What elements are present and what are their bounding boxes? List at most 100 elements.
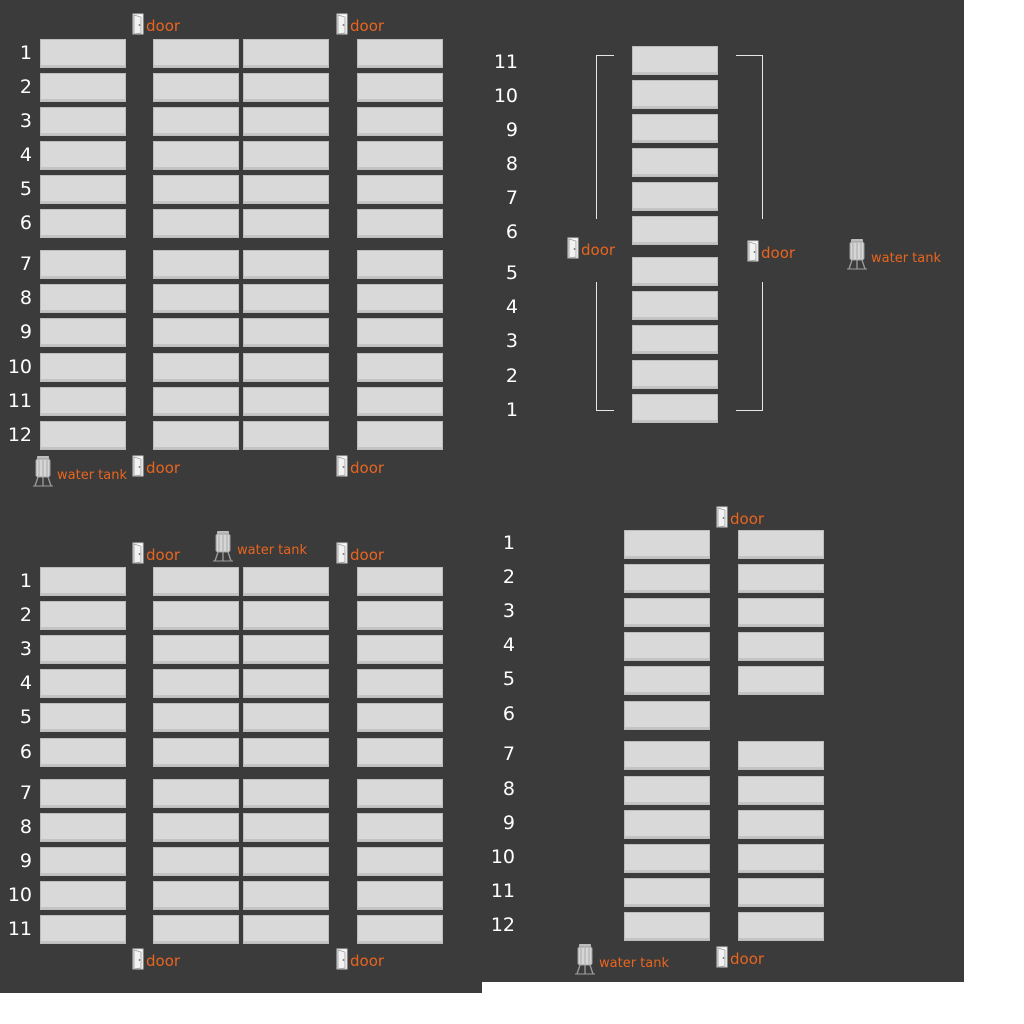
seat[interactable] xyxy=(632,46,718,75)
seat[interactable] xyxy=(40,779,126,808)
seat[interactable] xyxy=(153,318,239,347)
seat[interactable] xyxy=(357,567,443,596)
seat[interactable] xyxy=(738,878,824,907)
seat[interactable] xyxy=(40,738,126,767)
seat[interactable] xyxy=(40,353,126,382)
seat[interactable] xyxy=(632,182,718,211)
seat[interactable] xyxy=(624,701,710,730)
seat[interactable] xyxy=(153,669,239,698)
seat[interactable] xyxy=(40,318,126,347)
seat[interactable] xyxy=(153,250,239,279)
seat[interactable] xyxy=(624,666,710,695)
seat[interactable] xyxy=(243,703,329,732)
seat[interactable] xyxy=(243,421,329,450)
seat[interactable] xyxy=(153,779,239,808)
seat[interactable] xyxy=(632,325,718,354)
seat[interactable] xyxy=(243,601,329,630)
seat[interactable] xyxy=(632,360,718,389)
seat[interactable] xyxy=(624,912,710,941)
seat[interactable] xyxy=(153,421,239,450)
seat[interactable] xyxy=(632,394,718,423)
seat[interactable] xyxy=(624,530,710,559)
seat[interactable] xyxy=(153,738,239,767)
seat[interactable] xyxy=(243,915,329,944)
seat[interactable] xyxy=(357,318,443,347)
seat[interactable] xyxy=(357,847,443,876)
seat[interactable] xyxy=(153,915,239,944)
seat[interactable] xyxy=(624,564,710,593)
seat[interactable] xyxy=(632,216,718,245)
seat[interactable] xyxy=(357,915,443,944)
seat[interactable] xyxy=(738,598,824,627)
seat[interactable] xyxy=(40,107,126,136)
seat[interactable] xyxy=(243,284,329,313)
seat[interactable] xyxy=(632,291,718,320)
seat[interactable] xyxy=(153,175,239,204)
seat[interactable] xyxy=(624,878,710,907)
seat[interactable] xyxy=(357,881,443,910)
seat[interactable] xyxy=(632,148,718,177)
seat[interactable] xyxy=(243,669,329,698)
seat[interactable] xyxy=(738,810,824,839)
seat[interactable] xyxy=(243,387,329,416)
seat[interactable] xyxy=(357,141,443,170)
seat[interactable] xyxy=(357,250,443,279)
seat[interactable] xyxy=(243,73,329,102)
seat[interactable] xyxy=(40,39,126,68)
seat[interactable] xyxy=(738,666,824,695)
seat[interactable] xyxy=(738,912,824,941)
seat[interactable] xyxy=(153,353,239,382)
seat[interactable] xyxy=(357,421,443,450)
seat[interactable] xyxy=(243,779,329,808)
seat[interactable] xyxy=(243,881,329,910)
seat[interactable] xyxy=(153,567,239,596)
seat[interactable] xyxy=(738,632,824,661)
seat[interactable] xyxy=(153,39,239,68)
seat[interactable] xyxy=(624,598,710,627)
seat[interactable] xyxy=(243,738,329,767)
seat[interactable] xyxy=(632,257,718,286)
seat[interactable] xyxy=(357,635,443,664)
seat[interactable] xyxy=(153,601,239,630)
seat[interactable] xyxy=(40,141,126,170)
seat[interactable] xyxy=(357,209,443,238)
seat[interactable] xyxy=(40,703,126,732)
seat[interactable] xyxy=(624,741,710,770)
seat[interactable] xyxy=(243,175,329,204)
seat[interactable] xyxy=(243,813,329,842)
seat[interactable] xyxy=(153,284,239,313)
seat[interactable] xyxy=(738,741,824,770)
seat[interactable] xyxy=(243,318,329,347)
seat[interactable] xyxy=(243,209,329,238)
seat[interactable] xyxy=(624,810,710,839)
seat[interactable] xyxy=(357,73,443,102)
seat[interactable] xyxy=(40,669,126,698)
seat[interactable] xyxy=(153,73,239,102)
seat[interactable] xyxy=(153,703,239,732)
seat[interactable] xyxy=(40,635,126,664)
seat[interactable] xyxy=(243,635,329,664)
seat[interactable] xyxy=(40,209,126,238)
seat[interactable] xyxy=(40,601,126,630)
seat[interactable] xyxy=(153,209,239,238)
seat[interactable] xyxy=(243,353,329,382)
seat[interactable] xyxy=(357,738,443,767)
seat[interactable] xyxy=(738,530,824,559)
seat[interactable] xyxy=(40,387,126,416)
seat[interactable] xyxy=(40,175,126,204)
seat[interactable] xyxy=(624,844,710,873)
seat[interactable] xyxy=(40,881,126,910)
seat[interactable] xyxy=(243,250,329,279)
seat[interactable] xyxy=(632,114,718,143)
seat[interactable] xyxy=(357,387,443,416)
seat[interactable] xyxy=(153,387,239,416)
seat[interactable] xyxy=(624,776,710,805)
seat[interactable] xyxy=(153,847,239,876)
seat[interactable] xyxy=(738,564,824,593)
seat[interactable] xyxy=(357,284,443,313)
seat[interactable] xyxy=(153,107,239,136)
seat[interactable] xyxy=(357,107,443,136)
seat[interactable] xyxy=(40,915,126,944)
seat[interactable] xyxy=(357,353,443,382)
seat[interactable] xyxy=(40,284,126,313)
